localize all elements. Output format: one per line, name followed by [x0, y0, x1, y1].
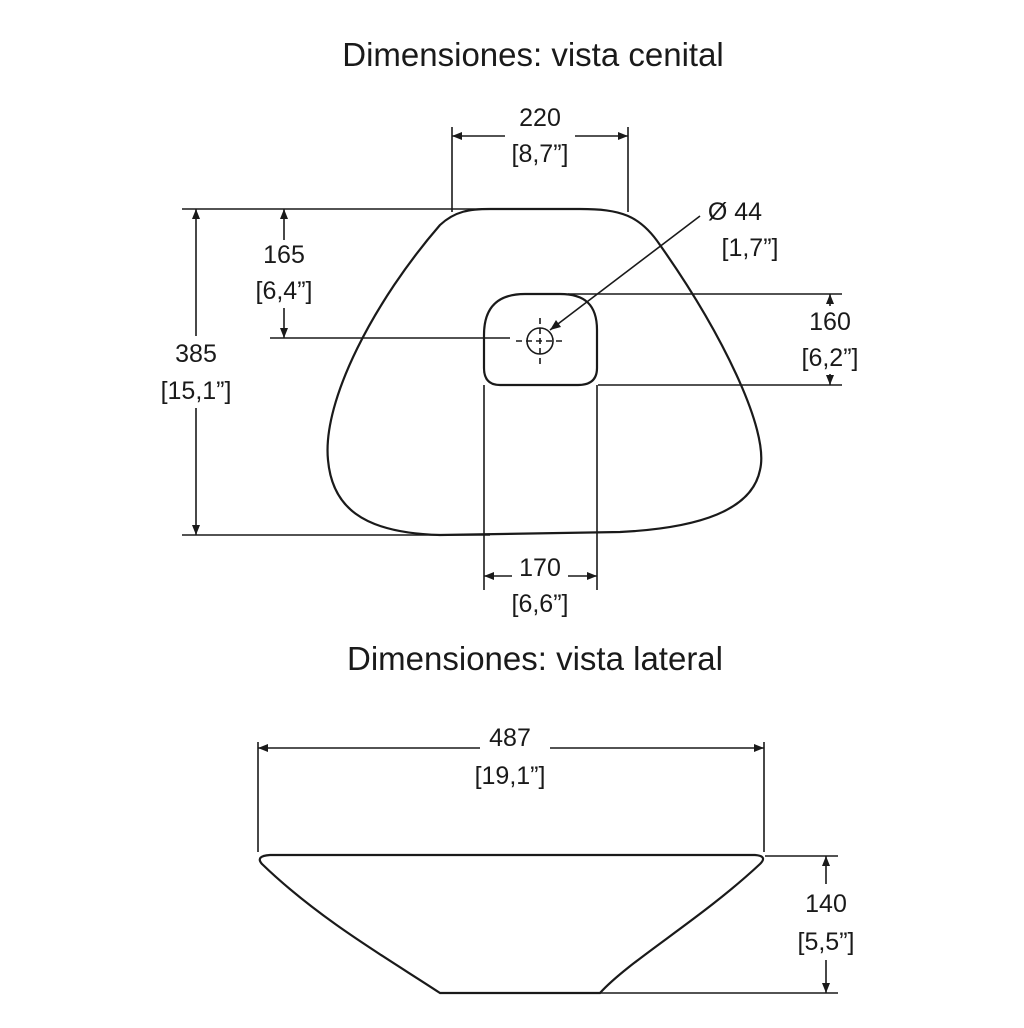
dim-basin-width-in: [6,6”] — [512, 590, 569, 618]
dim-drain-diameter-in: [1,7”] — [722, 234, 779, 262]
dim-total-width: 487 [19,1”] — [257, 724, 765, 852]
dim-basin-depth: 160 [6,2”] — [568, 293, 870, 386]
dim-basin-width-mm: 170 — [519, 554, 561, 582]
dim-width-top-in: [8,7”] — [512, 140, 569, 168]
dim-total-depth-mm: 385 — [175, 340, 217, 368]
dim-height-mm: 140 — [805, 890, 847, 918]
dim-basin-depth-in: [6,2”] — [802, 344, 859, 372]
dim-basin-depth-mm: 160 — [809, 308, 851, 336]
sink-side-outline — [258, 853, 765, 995]
side-view-title: Dimensiones: vista lateral — [347, 640, 723, 677]
dim-drain-offset: 165 [6,4”] — [244, 209, 510, 339]
dim-width-top-mm: 220 — [519, 104, 561, 132]
drain-icon — [516, 318, 566, 364]
dim-height: 140 [5,5”] — [600, 855, 868, 994]
dim-total-width-in: [19,1”] — [475, 762, 546, 790]
dim-drain-diameter-mm: Ø 44 — [708, 198, 762, 226]
dim-drain-offset-mm: 165 — [263, 241, 305, 269]
dim-drain-offset-in: [6,4”] — [256, 277, 313, 305]
dim-basin-width: 170 [6,6”] — [483, 385, 598, 618]
dim-height-in: [5,5”] — [798, 928, 855, 956]
dim-total-depth: 385 [15,1”] — [150, 208, 490, 536]
dim-width-top: 220 [8,7”] — [451, 104, 629, 212]
dim-drain-diameter: Ø 44 [1,7”] — [549, 198, 779, 331]
dim-total-depth-in: [15,1”] — [161, 377, 232, 405]
top-view-title: Dimensiones: vista cenital — [342, 36, 724, 73]
dim-total-width-mm: 487 — [489, 724, 531, 752]
